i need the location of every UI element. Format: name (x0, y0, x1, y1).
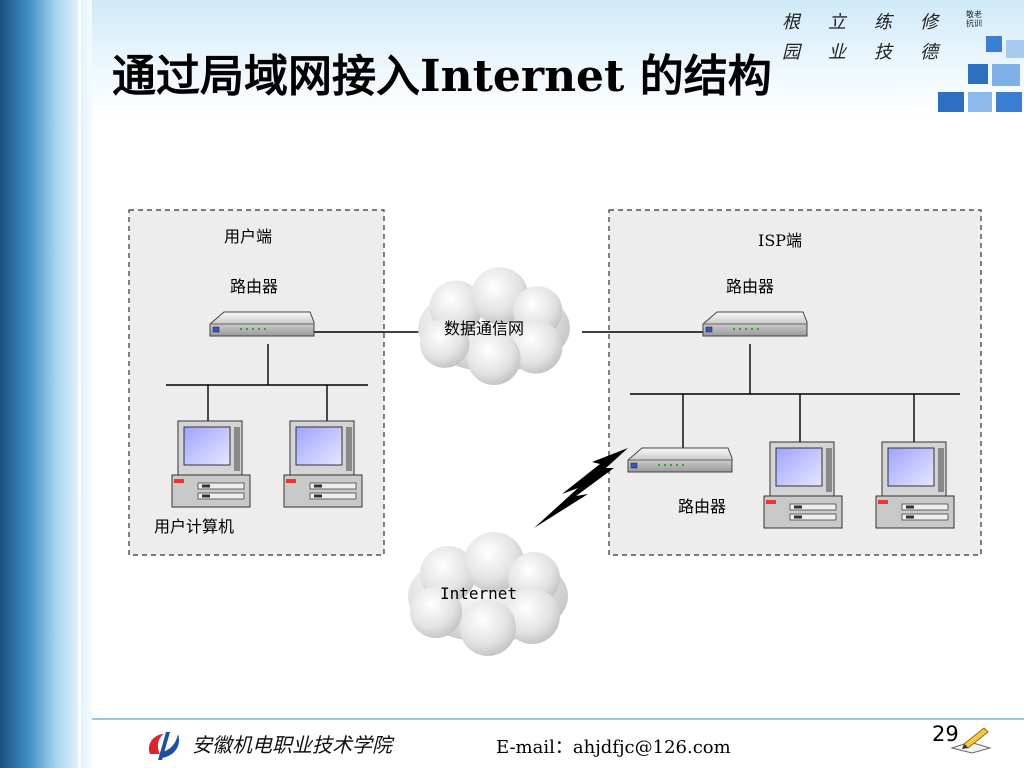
isp-server-icon-1 (763, 441, 843, 529)
school-motto: 根立练修 园业技德 (782, 8, 966, 68)
isp-router-icon (702, 311, 808, 337)
network-diagram: 用户端 ISP端 路由器 路由器 路由器 用户计算机 数据通信网 Interne… (128, 209, 982, 656)
isp-lower-router-icon (627, 447, 733, 473)
user-router-icon (209, 311, 315, 337)
page-number: 29 (932, 722, 959, 746)
user-computer-icon-2 (283, 420, 363, 508)
data-network-label: 数据通信网 (444, 319, 524, 338)
school-name: 安徽机电职业技术学院 (192, 733, 392, 757)
wan-lightning-link (534, 448, 628, 528)
footer-email: E-mail：ahjdfjc@126.com (496, 737, 731, 758)
motto-line-2: 园业技德 (782, 42, 966, 63)
page-title: 通过局域网接入Internet 的结构 (112, 51, 772, 102)
title-band (92, 0, 1024, 118)
pencil-book-icon (950, 727, 992, 754)
left-decor-bar (0, 0, 92, 768)
isp-server-icon-2 (875, 441, 955, 529)
internet-label: Internet (440, 584, 517, 603)
decorative-squares (938, 36, 1024, 116)
school-logo-icon (148, 732, 180, 760)
user-router-label: 路由器 (230, 277, 278, 296)
user-side-label: 用户端 (224, 227, 272, 246)
user-computers-label: 用户计算机 (154, 517, 234, 536)
isp-router-label: 路由器 (726, 277, 774, 296)
isp-lower-router-label: 路由器 (678, 497, 726, 516)
isp-side-label: ISP端 (758, 231, 802, 250)
motto-line-1: 根立练修 (782, 12, 966, 33)
motto-small-text: 敬老抗训 (966, 10, 982, 28)
user-computer-icon-1 (171, 420, 251, 508)
footer-divider (92, 718, 1024, 720)
